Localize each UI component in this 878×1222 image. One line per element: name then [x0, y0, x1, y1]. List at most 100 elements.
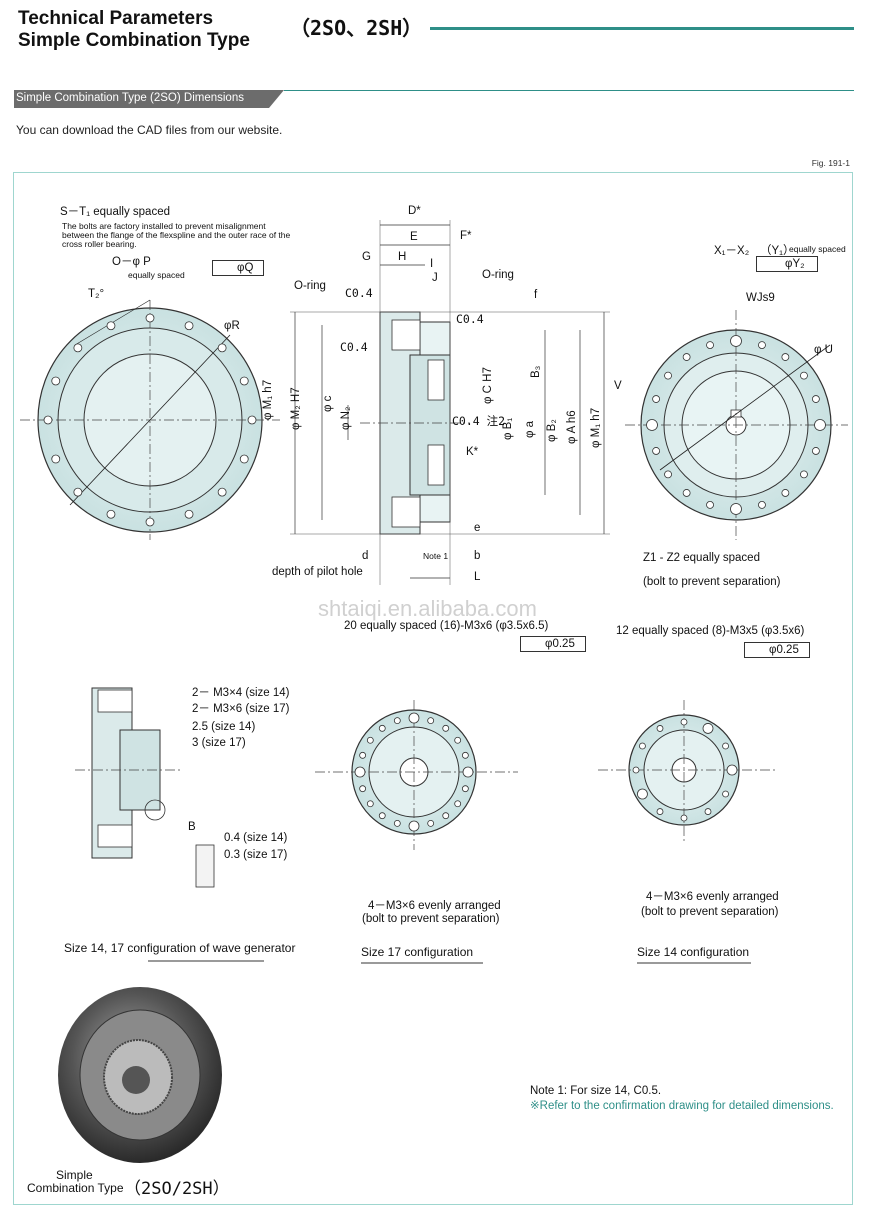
y-label: （Y₁） [760, 245, 795, 257]
dim-e: E [410, 231, 418, 243]
vdim-m1: φ M₁ h7 [262, 379, 274, 420]
bolt-hole [781, 489, 790, 497]
bolt-hole [106, 321, 116, 331]
vdim-a: φ a [524, 420, 536, 438]
bolt-hole [73, 487, 83, 497]
right-view-drawing [625, 310, 848, 540]
bolt-hole [664, 470, 672, 479]
bolt-hole [814, 419, 826, 431]
bolt-hole [73, 343, 83, 353]
bolt-hole [682, 489, 691, 497]
figure-label: Fig. 191-1 [811, 158, 850, 168]
download-note: You can download the CAD files from our … [16, 123, 283, 137]
bolt-hole [706, 500, 714, 509]
product-code: （2SO/2SH） [124, 1179, 230, 1199]
dim-j: J [432, 272, 438, 284]
s14-bottom2: (bolt to prevent separation) [641, 906, 779, 918]
section-bar [14, 90, 854, 108]
dim-i: I [430, 258, 434, 270]
title-code: （2SO、2SH） [290, 16, 423, 40]
bolt-note: The bolts are factory installed to preve… [62, 221, 291, 249]
dim-b: b [474, 550, 481, 562]
vdim-m2: φ M₂ H7 [290, 387, 302, 430]
z-label: Z1 - Z2 equally spaced [643, 552, 760, 564]
dim-l: L [474, 571, 481, 583]
bolt-hole [726, 764, 738, 776]
bolt-hole [461, 785, 469, 793]
bolt-hole [730, 503, 742, 515]
title-line-2: Simple Combination Type [18, 30, 250, 51]
section-title: Simple Combination Type (2SO) Dimensions [16, 92, 244, 104]
s14-tol: φ0.25 [744, 642, 810, 658]
bolt-hole [811, 395, 820, 403]
bolt-hole [722, 742, 729, 750]
bolt-hole [145, 517, 155, 527]
wg-d2: 3 (size 17) [192, 737, 246, 749]
v-label: V [614, 380, 622, 392]
wjs-label: WJs9 [746, 292, 775, 304]
s17-caption-rule [361, 962, 483, 964]
vdim-m1-right: φ M₁ h7 [590, 407, 602, 448]
product-photo [58, 987, 222, 1163]
watermark: shtaiqi.en.alibaba.com [318, 596, 537, 621]
dim-g: G [362, 251, 371, 263]
bolt-hole [378, 812, 386, 820]
bolt-hole [145, 313, 155, 323]
pilot-label: depth of pilot hole [272, 566, 363, 578]
bolt-hole [758, 341, 766, 350]
bolt-hole [632, 766, 640, 774]
dim-e-small: e [474, 522, 481, 534]
dim-h: H [398, 251, 407, 263]
front-view-drawing [20, 299, 280, 540]
dim-f-small: f [534, 289, 538, 301]
bolt-hole [680, 718, 688, 726]
wg-c2: 0.3 (size 17) [224, 849, 288, 861]
bolt-hole [664, 371, 672, 380]
bolt-hole [637, 788, 648, 800]
bolt-hole [781, 353, 790, 361]
dim-d: D* [408, 205, 421, 217]
section-view-drawing [290, 220, 610, 585]
bolt-hole [239, 454, 249, 464]
dim-c04-4: C0.4 注2 [452, 414, 506, 428]
s14-top: 12 equally spaced (8)-M3x5 (φ3.5x6) [616, 625, 805, 637]
bolt-hole [461, 751, 469, 759]
bolt-hole [354, 766, 366, 778]
bolt-hole [239, 376, 249, 386]
y-sub: equally spaced [789, 244, 846, 254]
op-sub: equally spaced [128, 270, 185, 280]
bolt-hole [454, 800, 462, 808]
tolerance-box: φQ [212, 260, 265, 276]
bolt-hole [682, 353, 691, 361]
size14-holes [632, 718, 738, 822]
note-2: ※Refer to the confirmation drawing for d… [530, 1100, 834, 1112]
title-rule [430, 27, 854, 30]
size17-drawing [315, 700, 518, 850]
bolt-hole [704, 808, 712, 815]
front-holes [43, 313, 257, 527]
product-label-2: Combination Type [27, 1181, 124, 1195]
bolt-hole [217, 343, 227, 353]
wg-c1: 0.4 (size 14) [224, 832, 288, 844]
vdim-a-h6: φ A h6 [566, 410, 578, 444]
bolt-hole [427, 819, 435, 827]
bolt-hole [639, 742, 646, 750]
bolt-hole [393, 717, 401, 725]
dim-c04-3: C0.4 [340, 340, 368, 354]
product-label-1: Simple [56, 1168, 93, 1182]
bolt-hole [217, 487, 227, 497]
size17-holes [354, 712, 474, 832]
z-sub: (bolt to prevent separation) [643, 576, 781, 588]
bolt-hole [454, 736, 462, 744]
bolt-hole [680, 814, 688, 822]
vdim-ch7: φ C H7 [482, 367, 494, 404]
bolt-hole [722, 790, 729, 798]
y-tol-box: φY₂ [756, 256, 818, 272]
vdim-b1: φ B₁ [502, 417, 514, 440]
s14-caption: Size 14 configuration [637, 945, 750, 959]
s14-bottom1: 4－M3×6 evenly arranged [646, 891, 779, 903]
bolt-hole [442, 812, 450, 820]
bolt-hole [51, 376, 61, 386]
u-label: φ U [814, 344, 833, 356]
